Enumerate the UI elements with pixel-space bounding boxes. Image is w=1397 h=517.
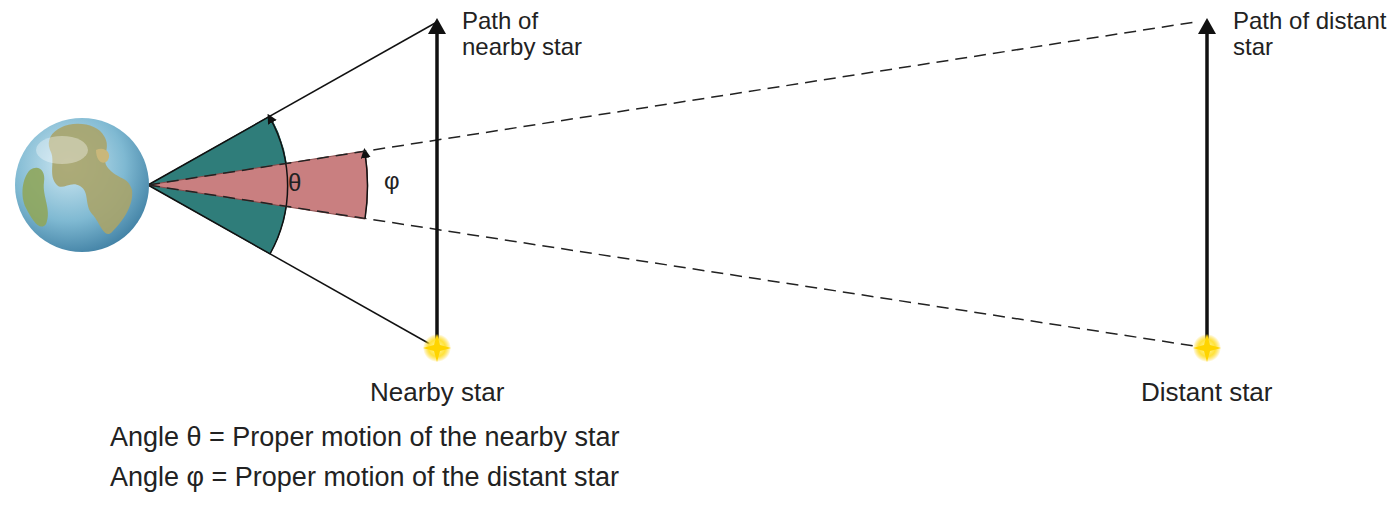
angle-symbol: θ bbox=[288, 170, 301, 196]
star-label: Distant star bbox=[1141, 378, 1273, 407]
distant-star bbox=[1193, 334, 1221, 362]
phi-wedge bbox=[148, 151, 368, 219]
angle-symbol: φ bbox=[384, 168, 400, 194]
star-path-arrow bbox=[1205, 26, 1209, 345]
sight-line bbox=[148, 22, 437, 185]
legend-note: Angle φ = Proper motion of the distant s… bbox=[110, 463, 619, 493]
phi-arc bbox=[365, 153, 367, 219]
nearby-star bbox=[423, 334, 451, 362]
path-label: Path of nearby star bbox=[462, 8, 612, 61]
earth bbox=[15, 118, 149, 252]
legend-note: Angle θ = Proper motion of the nearby st… bbox=[110, 423, 620, 453]
dashed-sight-line bbox=[148, 22, 1195, 185]
theta-arc bbox=[270, 118, 288, 254]
star-label: Nearby star bbox=[370, 378, 504, 407]
sight-line bbox=[148, 185, 437, 348]
star-path-arrow bbox=[435, 26, 439, 345]
dashed-sight-line bbox=[148, 185, 1207, 348]
path-label: Path of distant star bbox=[1233, 8, 1388, 61]
